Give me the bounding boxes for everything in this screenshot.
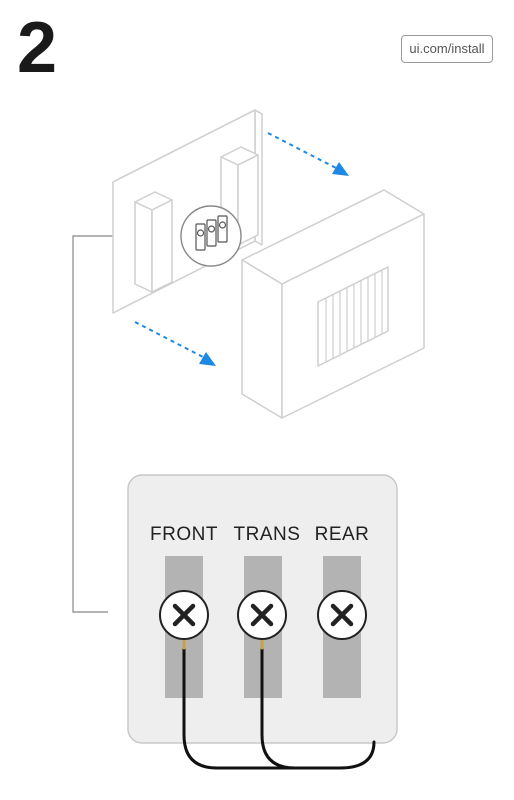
device-body xyxy=(241,189,425,419)
jumper-wires xyxy=(182,643,376,770)
dip-switch-zoom xyxy=(180,205,242,267)
terminal-label-trans: TRANS xyxy=(234,524,301,545)
install-url-badge[interactable]: ui.com/install xyxy=(401,35,493,63)
mounting-plate xyxy=(112,109,263,314)
slide-arrow-top xyxy=(267,132,349,176)
screw-rear-icon xyxy=(317,590,367,640)
dip-switch-icon xyxy=(195,215,228,251)
step-number: 2 xyxy=(17,8,58,88)
terminal-label-rear: REAR xyxy=(315,524,370,545)
vent-grille-icon xyxy=(325,270,383,362)
screw-trans-icon xyxy=(237,590,287,640)
terminal-label-front: FRONT xyxy=(150,524,218,545)
screw-front-icon xyxy=(159,590,209,640)
slide-arrow-bottom xyxy=(134,321,216,366)
